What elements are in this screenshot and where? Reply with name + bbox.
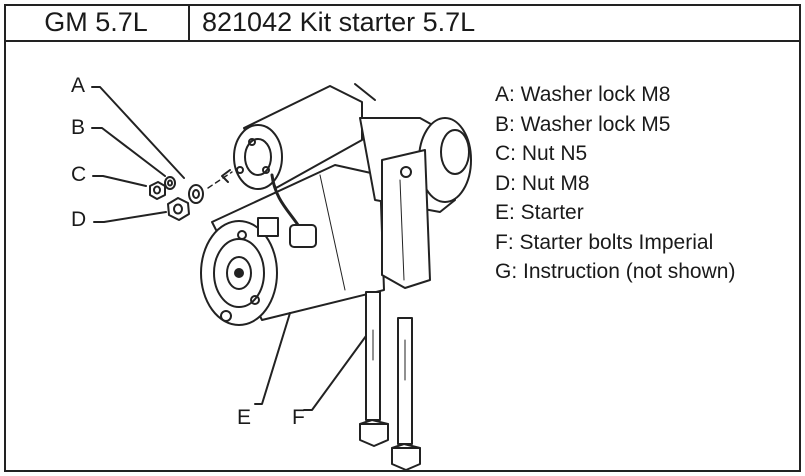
- parts-legend: A: Washer lock M8 B: Washer lock M5 C: N…: [495, 80, 735, 287]
- washer-lock-m8: [188, 184, 204, 204]
- legend-item-e: E: Starter: [495, 201, 584, 224]
- callout-c: C: [71, 163, 87, 186]
- washer-lock-m5: [164, 176, 176, 190]
- callout-e: E: [237, 406, 252, 429]
- callout-b: B: [71, 116, 86, 139]
- starter-bolt-2: [391, 317, 421, 471]
- callout-d: D: [71, 208, 87, 231]
- legend-item-d: D: Nut M8: [495, 171, 590, 195]
- legend-item-b: B: Washer lock M5: [495, 112, 671, 136]
- starter-motor: [200, 83, 472, 326]
- kit-title: 821042 Kit starter 5.7L: [202, 7, 476, 37]
- starter-bolt-1: [359, 291, 389, 447]
- engine-label: GM 5.7L: [4, 4, 190, 40]
- hardware-leader-lines: [91, 86, 185, 223]
- title-bar: GM 5.7L 821042 Kit starter 5.7L: [4, 4, 801, 42]
- nut-n5: [149, 181, 166, 200]
- callout-a: A: [71, 74, 86, 97]
- bolt-leader-line: [303, 335, 367, 411]
- legend-item-c: C: Nut N5: [495, 142, 588, 165]
- starter-leader-line: [254, 312, 291, 405]
- callout-f: F: [292, 406, 305, 429]
- legend-item-a: A: Washer lock M8: [495, 83, 671, 106]
- legend-item-g: G: Instruction (not shown): [495, 260, 736, 283]
- diagram-frame: [4, 4, 801, 472]
- nut-m8: [167, 197, 190, 221]
- legend-item-f: F: Starter bolts Imperial: [495, 230, 714, 254]
- assembly-guide-line: [207, 171, 233, 189]
